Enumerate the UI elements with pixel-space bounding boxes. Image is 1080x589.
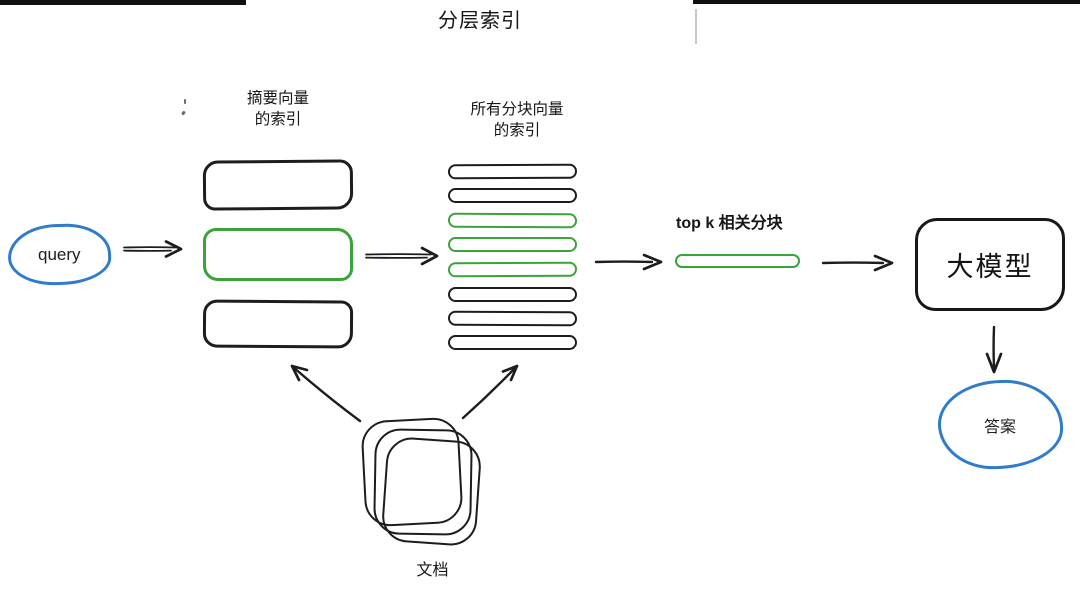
llm-label: 大模型 xyxy=(946,252,1034,282)
summary-index-label: 摘要向量 的索引 xyxy=(246,90,309,128)
answer-label: 答案 xyxy=(984,418,1017,436)
chunk-vector-bar-4-green xyxy=(448,237,577,252)
chunk-vector-bar-1-black xyxy=(447,163,578,180)
chunk-vector-bar-3-green xyxy=(447,212,578,229)
summary-vector-box-1-black xyxy=(202,159,354,211)
chunk-vector-bar-7-black xyxy=(447,310,578,327)
stray-mark-artifact xyxy=(181,110,186,116)
chunk-vector-stack xyxy=(447,0,578,360)
vertical-line-artifact xyxy=(695,9,697,44)
summary-vector-stack xyxy=(202,0,354,360)
chunk-vector-bar-5-green xyxy=(447,261,578,278)
topk-label: top k 相关分块 xyxy=(676,215,783,232)
arrow-summary-to-chunk-index xyxy=(365,246,439,266)
arrow-chunks-to-topk xyxy=(594,253,663,271)
arrow-document-to-summary-index xyxy=(290,364,362,423)
stray-mark-artifact xyxy=(184,99,186,104)
summary-vector-box-2-green xyxy=(203,228,353,281)
document-label: 文档 xyxy=(416,562,449,579)
llm-node: 大模型 xyxy=(915,218,1065,311)
diagram-title: 分层索引 xyxy=(438,10,522,32)
top-edge-strip-right xyxy=(693,0,1080,4)
summary-vector-box-3-black xyxy=(202,299,354,349)
arrow-topk-to-llm xyxy=(821,254,894,272)
document-sheet-3 xyxy=(380,435,483,548)
chunk-vector-bar-6-black xyxy=(448,287,577,302)
chunk-index-label: 所有分块向量 的索引 xyxy=(470,101,564,139)
chunk-vector-bar-2-black xyxy=(448,188,577,203)
answer-node: 答案 xyxy=(937,378,1064,471)
document-node xyxy=(355,410,505,560)
query-node: query xyxy=(6,222,113,287)
top-edge-strip-left xyxy=(0,0,246,5)
topk-chunk-bar xyxy=(675,254,800,268)
query-label: query xyxy=(38,244,81,264)
arrow-query-to-summary-index xyxy=(123,240,183,258)
chunk-vector-bar-8-black xyxy=(448,335,577,350)
arrow-llm-to-answer xyxy=(985,325,1003,374)
